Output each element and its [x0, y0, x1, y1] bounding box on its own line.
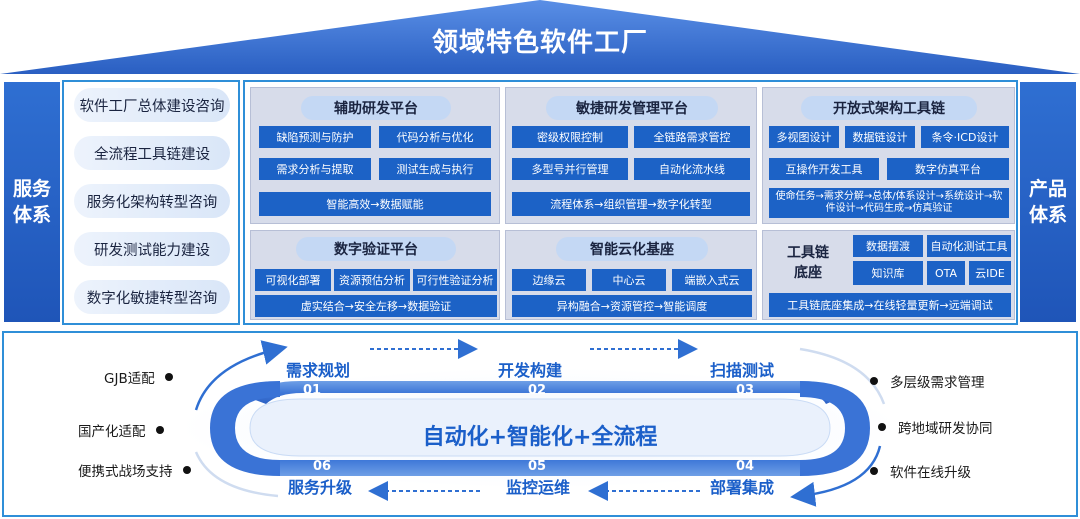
panel-title: 敏捷研发管理平台: [546, 96, 718, 120]
panel-toolchain-base: 工具链 底座 数据摆渡 自动化测试工具 知识库 OTA 云IDE 工具链底座集成…: [762, 230, 1015, 320]
panel-title: 辅助研发平台: [301, 96, 451, 120]
feature-chip: 缺陷预测与防护: [259, 126, 371, 148]
service-item: 数字化敏捷转型咨询: [74, 280, 230, 314]
stage-number: 06: [312, 459, 332, 474]
stage-number: 03: [735, 383, 755, 398]
bullet-dot: [182, 466, 191, 474]
feature-multilevel-req: 多层级需求管理: [870, 371, 985, 391]
feature-chip: 测试生成与执行: [379, 158, 491, 180]
feature-chip: 自动化流水线: [634, 158, 750, 180]
flow-bar: 智能高效→数据赋能: [259, 192, 491, 216]
feature-chip: 数据链设计: [845, 126, 915, 148]
feature-chip: 互操作开发工具: [769, 158, 879, 180]
loop-center-caption: 自动化+智能化+全流程: [422, 425, 658, 450]
flow-bar: 虚实结合→安全左移→数据验证: [255, 295, 497, 317]
flow-bar: 异构融合→资源管控→智能调度: [512, 295, 752, 317]
bullet-dot: [164, 373, 173, 381]
flow-bar: 流程体系→组织管理→数字化转型: [512, 192, 750, 216]
feature-chip: 数据摆渡: [853, 235, 923, 257]
stage-scan-test: 扫描测试: [709, 361, 775, 380]
stage-number: 04: [735, 459, 755, 474]
stage-number: 02: [527, 383, 547, 398]
feature-chip: 代码分析与优化: [379, 126, 491, 148]
feature-chip: 数字仿真平台: [887, 158, 1009, 180]
feature-cross-region: 跨地域研发协同: [878, 417, 993, 437]
service-system-label: 服务 体系: [4, 82, 60, 322]
service-item: 全流程工具链建设: [74, 136, 230, 170]
stage-dev-build: 开发构建: [497, 361, 563, 380]
panel-title: 数字验证平台: [296, 237, 456, 261]
feature-gjb-adapt: GJB适配: [104, 367, 173, 387]
service-system-list: 软件工厂总体建设咨询 全流程工具链建设 服务化架构转型咨询 研发测试能力建设 数…: [62, 80, 240, 325]
stage-monitor-ops: 监控运维: [505, 478, 571, 497]
feature-chip: 中心云: [592, 269, 666, 291]
stage-service-upgrade: 服务升级: [287, 478, 353, 497]
feature-portable-battlefield: 便携式战场支持: [78, 460, 191, 480]
bullet-dot: [878, 423, 886, 431]
panel-open-arch: 开放式架构工具链 多视图设计 数据链设计 条令·ICD设计 互操作开发工具 数字…: [762, 87, 1015, 224]
product-system-label: 产品 体系: [1020, 82, 1076, 322]
panel-assist-rd: 辅助研发平台 缺陷预测与防护 代码分析与优化 需求分析与提取 测试生成与执行 智…: [250, 87, 500, 224]
product-platforms: 辅助研发平台 缺陷预测与防护 代码分析与优化 需求分析与提取 测试生成与执行 智…: [243, 80, 1018, 325]
panel-smart-cloud: 智能云化基座 边缘云 中心云 端嵌入式云 异构融合→资源管控→智能调度: [505, 230, 757, 320]
page-title: 领域特色软件工厂: [431, 28, 648, 58]
feature-chip: 知识库: [853, 261, 923, 285]
stage-number: 05: [527, 459, 547, 474]
stage-requirement-planning: 需求规划: [285, 361, 351, 380]
feature-chip: OTA: [927, 261, 965, 285]
stage-number: 01: [302, 383, 322, 398]
feature-chip: 边缘云: [512, 269, 586, 291]
feature-chip: 可行性验证分析: [413, 269, 497, 291]
feature-domestic-adapt: 国产化适配: [78, 420, 164, 440]
feature-chip: 多型号并行管理: [512, 158, 628, 180]
feature-chip: 可视化部署: [255, 269, 331, 291]
feature-chip: 条令·ICD设计: [921, 126, 1009, 148]
panel-title: 工具链 底座: [787, 245, 829, 281]
bullet-dot: [870, 377, 878, 385]
bullet-dot: [155, 426, 164, 434]
panel-agile-mgmt: 敏捷研发管理平台 密级权限控制 全链路需求管控 多型号并行管理 自动化流水线 流…: [505, 87, 757, 224]
roof-banner: [0, 0, 1080, 74]
feature-chip: 多视图设计: [769, 126, 839, 148]
feature-chip: 端嵌入式云: [672, 269, 752, 291]
feature-chip: 云IDE: [969, 261, 1011, 285]
service-item: 软件工厂总体建设咨询: [74, 88, 230, 122]
panel-title: 开放式架构工具链: [801, 96, 977, 120]
feature-chip: 密级权限控制: [512, 126, 628, 148]
flow-bar: 使命任务→需求分解→总体/体系设计→系统设计→软件设计→代码生成→仿真验证: [769, 188, 1009, 218]
feature-chip: 需求分析与提取: [259, 158, 371, 180]
flow-bar: 工具链底座集成→在线轻量更新→远端调试: [769, 293, 1011, 317]
feature-online-upgrade: 软件在线升级: [870, 461, 971, 481]
feature-chip: 全链路需求管控: [634, 126, 750, 148]
feature-chip: 资源预估分析: [334, 269, 410, 291]
service-item: 研发测试能力建设: [74, 232, 230, 266]
feature-chip: 自动化测试工具: [927, 235, 1011, 257]
panel-title: 智能云化基座: [556, 237, 708, 261]
stage-deploy-integrate: 部署集成: [709, 478, 775, 497]
service-item: 服务化架构转型咨询: [74, 184, 230, 218]
panel-digital-verify: 数字验证平台 可视化部署 资源预估分析 可行性验证分析 虚实结合→安全左移→数据…: [250, 230, 500, 320]
bullet-dot: [870, 467, 878, 475]
